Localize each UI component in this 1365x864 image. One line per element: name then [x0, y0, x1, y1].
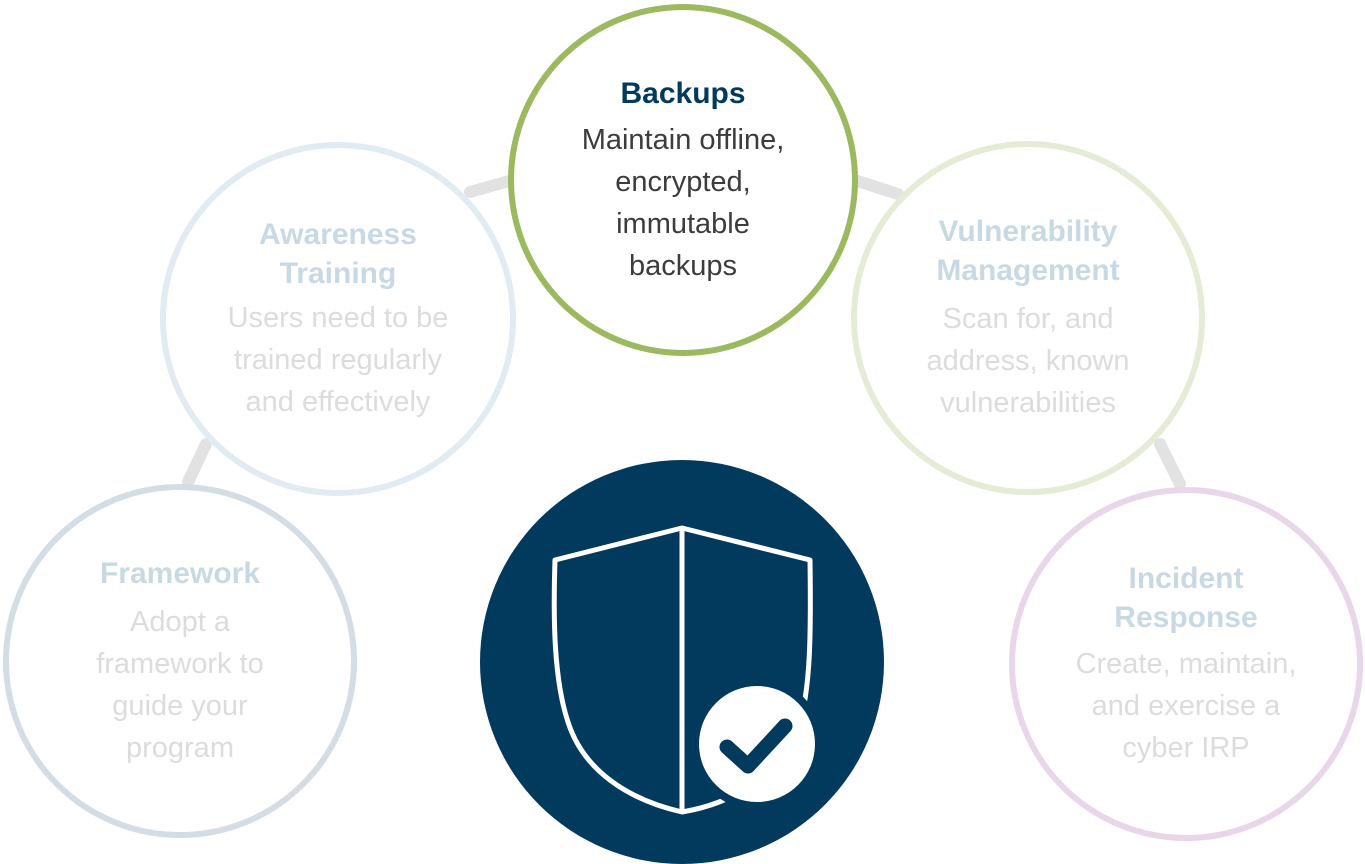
awareness-training-title: Awareness Training [259, 218, 417, 290]
shield-check-icon [480, 460, 884, 864]
check-mark-icon [719, 718, 793, 774]
incident-response-description: Create, maintain, and exercise a cyber I… [1075, 648, 1297, 764]
connector-vulnerability-incident [1154, 438, 1186, 490]
framework-node: Framework Adopt a framework to guide you… [3, 484, 357, 838]
vulnerability-management-description: Scan for, and address, known vulnerabili… [926, 303, 1130, 419]
incident-response-node: Incident Response Create, maintain, and … [1009, 487, 1363, 841]
backups-node: Backups Maintain offline, encrypted, imm… [508, 4, 858, 356]
awareness-training-description: Users need to be trained regularly and e… [227, 302, 449, 418]
framework-title: Framework [99, 556, 261, 590]
backups-title: Backups [620, 76, 746, 110]
check-circle-fill [699, 686, 815, 802]
framework-description: Adopt a framework to guide your program [96, 605, 264, 764]
connector-framework-awareness [182, 438, 212, 488]
backups-description: Maintain offline, encrypted, immutable b… [581, 123, 785, 282]
vulnerability-management-node: Vulnerability Management Scan for, and a… [851, 141, 1205, 495]
awareness-training-node: Awareness Training Users need to be trai… [160, 142, 516, 496]
incident-response-title: Incident Response [1114, 562, 1258, 634]
vulnerability-management-title: Vulnerability Management [936, 215, 1120, 287]
